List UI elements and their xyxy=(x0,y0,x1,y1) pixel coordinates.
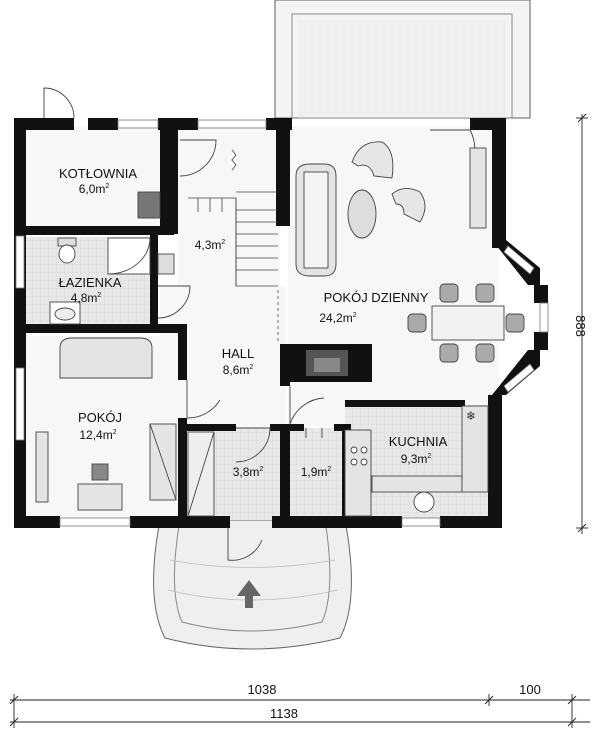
dimension-width-total: 1138 xyxy=(270,706,298,721)
terrace xyxy=(274,0,531,119)
stairs-area: 4,3m2 xyxy=(195,238,226,252)
dimension-lines xyxy=(9,113,590,728)
windows xyxy=(15,119,549,527)
boiler-room-name: KOTŁOWNIA xyxy=(59,166,137,181)
stairs xyxy=(188,149,279,344)
living-room-area: 24,2m2 xyxy=(319,311,356,325)
doors xyxy=(43,87,476,561)
arrow-up-icon xyxy=(237,580,261,608)
boiler-room-area: 6,0m2 xyxy=(79,182,110,196)
furniture: ❄ xyxy=(35,141,525,517)
dimension-height-total: 888 xyxy=(573,315,588,337)
kitchen-area: 9,3m2 xyxy=(401,452,432,466)
dimension-labels: 1038 100 1138 888 xyxy=(248,315,588,721)
bathroom-area: 4,8m2 xyxy=(71,291,102,305)
storage-b-area: 1,9m2 xyxy=(301,465,332,479)
bathroom-name: ŁAZIENKA xyxy=(59,275,122,290)
dimension-width-extra: 100 xyxy=(519,682,541,697)
bedroom-area: 12,4m2 xyxy=(79,428,116,442)
entrance-porch xyxy=(153,519,352,650)
living-room-name: POKÓJ DZIENNY xyxy=(324,290,429,305)
storage-a-area: 3,8m2 xyxy=(233,465,264,479)
kitchen-name: KUCHNIA xyxy=(389,434,448,449)
room-labels: KOTŁOWNIA 6,0m2 ŁAZIENKA 4,8m2 4,3m2 POK… xyxy=(59,166,448,479)
svg-text:❄: ❄ xyxy=(466,409,476,423)
hall-area: 8,6m2 xyxy=(223,363,254,377)
hall-name: HALL xyxy=(222,346,255,361)
bedroom-name: POKÓJ xyxy=(78,410,122,425)
dimension-width-main: 1038 xyxy=(248,682,277,697)
